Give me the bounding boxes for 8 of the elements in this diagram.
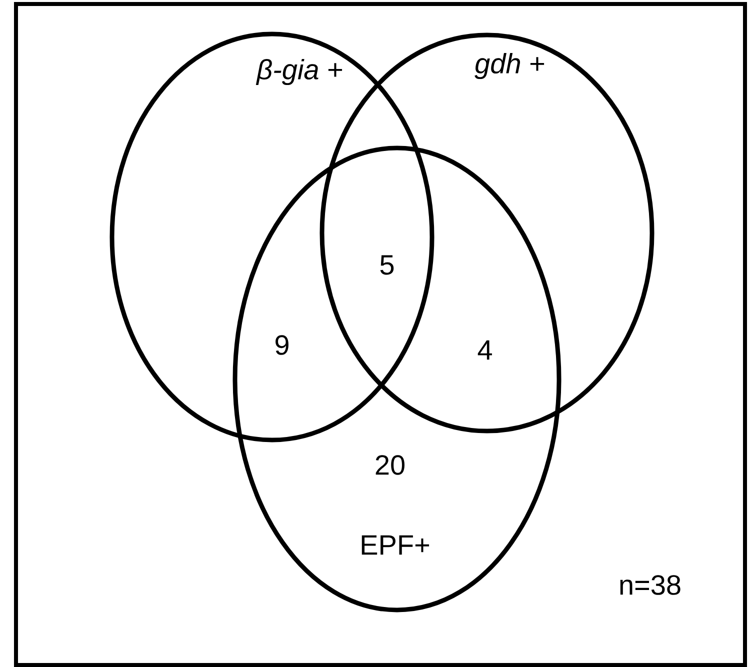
count-label: 5	[380, 255, 394, 275]
count-label: 20	[376, 455, 404, 475]
set-label: gdh +	[474, 52, 544, 80]
set-label: β-gia +	[256, 58, 342, 86]
set-label: EPF+	[362, 535, 430, 555]
count-label: 9	[276, 335, 288, 355]
count-label: 4	[478, 340, 492, 360]
sample-size-label: n=38	[620, 575, 680, 595]
